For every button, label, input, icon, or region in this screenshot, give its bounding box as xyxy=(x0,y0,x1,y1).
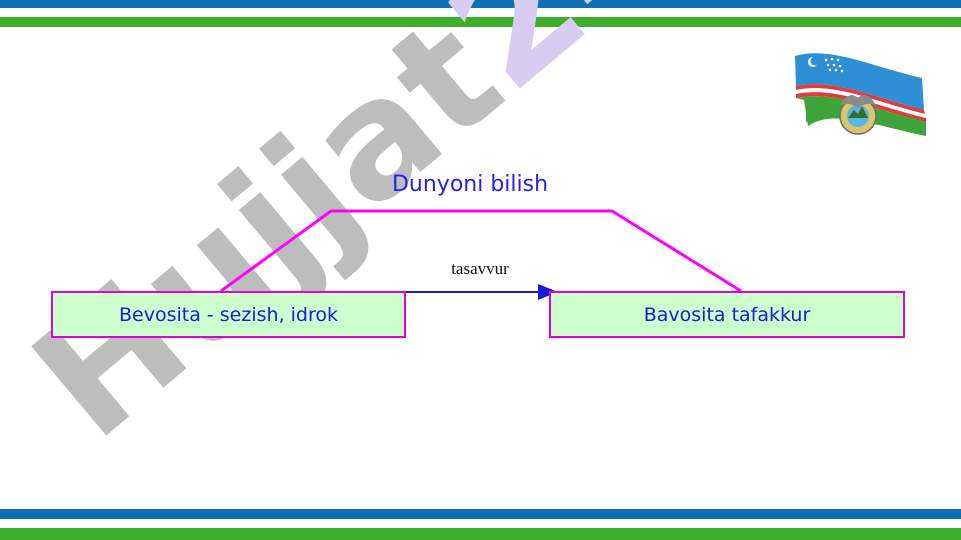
direct-knowledge-box: Bevosita - sezish, idrok xyxy=(51,291,406,338)
flag-emblem-icon xyxy=(795,53,926,136)
top-green-stripe xyxy=(0,17,961,27)
arrow-label: tasavvur xyxy=(451,259,509,278)
indirect-knowledge-box: Bavosita tafakkur xyxy=(549,291,905,338)
knowledge-connector-line xyxy=(220,209,742,293)
direct-knowledge-label: Bevosita - sezish, idrok xyxy=(118,303,339,326)
bottom-blue-stripe xyxy=(0,509,961,519)
top-blue-stripe xyxy=(0,0,961,8)
diagram-title: Dunyoni bilish xyxy=(391,172,549,197)
bottom-green-stripe xyxy=(0,528,961,540)
indirect-knowledge-label: Bavosita tafakkur xyxy=(643,303,811,326)
